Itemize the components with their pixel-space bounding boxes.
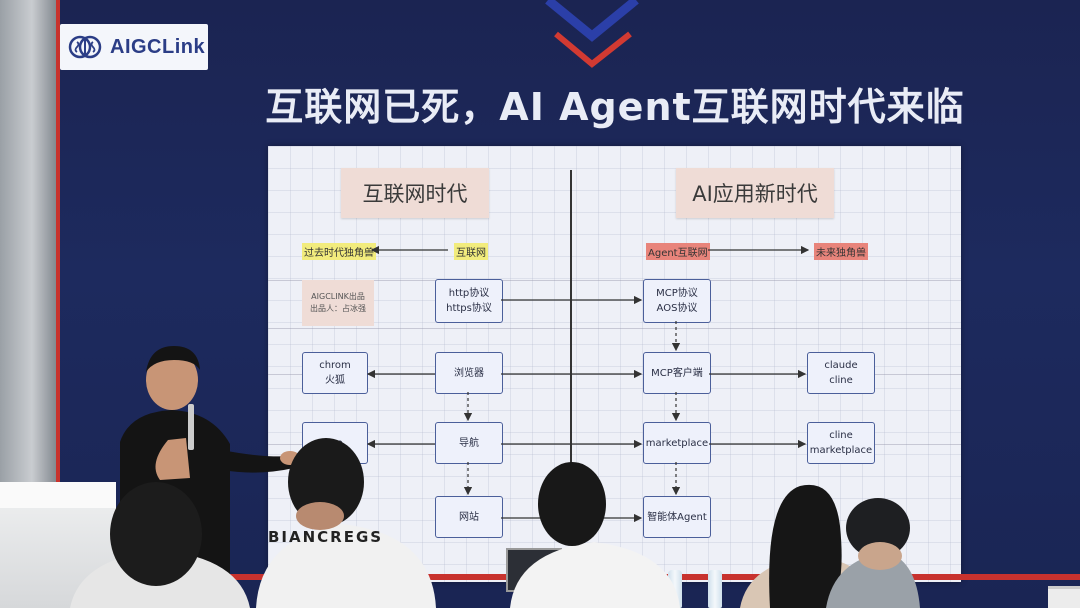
projection-slide: 互联网时代 AI应用新时代 过去时代独角兽 互联网 Agent互联网 未来独角兽… xyxy=(268,146,961,582)
box-website: 网站 xyxy=(435,496,503,538)
water-bottle xyxy=(708,570,722,608)
credit-note: AIGCLINK出品 出品人：占冰强 xyxy=(302,280,374,326)
chevron-down-icon xyxy=(545,0,639,68)
tag-future-unicorn: 未来独角兽 xyxy=(814,243,868,260)
left-column-header: 互联网时代 xyxy=(341,168,489,218)
credit-line: 出品人：占冰强 xyxy=(310,304,366,313)
backdrop-red-edge xyxy=(56,0,60,560)
box-mcp-client: MCP客户端 xyxy=(643,352,711,394)
shirt-print: BIANCREGS xyxy=(268,528,384,546)
tag-agent-internet: Agent互联网 xyxy=(646,243,710,260)
right-column-header: AI应用新时代 xyxy=(676,168,834,218)
box-chrom: chrom 火狐 xyxy=(302,352,368,394)
column-divider xyxy=(570,170,572,468)
slide-rule xyxy=(268,328,961,329)
slide-rule xyxy=(268,280,961,281)
flow-arrows xyxy=(366,245,810,523)
brain-icon xyxy=(68,35,102,59)
box-agent: 智能体Agent xyxy=(643,496,711,538)
audience-member xyxy=(510,462,680,608)
box-line: https协议 xyxy=(446,303,492,314)
aigclink-logo: AIGCLink xyxy=(60,24,208,70)
box-line: claude xyxy=(824,360,858,371)
podium-top xyxy=(0,482,116,508)
box-line: AOS协议 xyxy=(656,303,698,314)
box-http: http协议 https协议 xyxy=(435,279,503,323)
headline: 互联网已死，AI Agent互联网时代来临 xyxy=(265,85,965,129)
tag-past-unicorn: 过去时代独角兽 xyxy=(302,243,376,260)
box-line: marketplace xyxy=(809,445,873,456)
box-claude-cline: claude cline xyxy=(807,352,875,394)
box-navigation: 导航 xyxy=(435,422,503,464)
box-line: MCP协议 xyxy=(656,288,698,299)
box-line: cline xyxy=(829,430,853,441)
audience-member xyxy=(256,438,436,608)
box-line: cline xyxy=(829,375,853,386)
box-browser: 浏览器 xyxy=(435,352,503,394)
audience-member xyxy=(70,482,250,608)
box-cline-marketplace: cline marketplace xyxy=(807,422,875,464)
tag-internet: 互联网 xyxy=(454,243,488,260)
credit-line: AIGCLINK出品 xyxy=(311,292,365,301)
audience-member xyxy=(740,484,920,608)
box-mcp-protocol: MCP协议 AOS协议 xyxy=(643,279,711,323)
paper-cup xyxy=(1048,586,1080,608)
box-marketplace: marketplace xyxy=(643,422,711,464)
box-line: 火狐 xyxy=(325,375,345,386)
logo-text: AIGCLink xyxy=(110,35,206,58)
box-line: http协议 xyxy=(448,288,490,299)
box-line: chrom xyxy=(319,360,351,371)
